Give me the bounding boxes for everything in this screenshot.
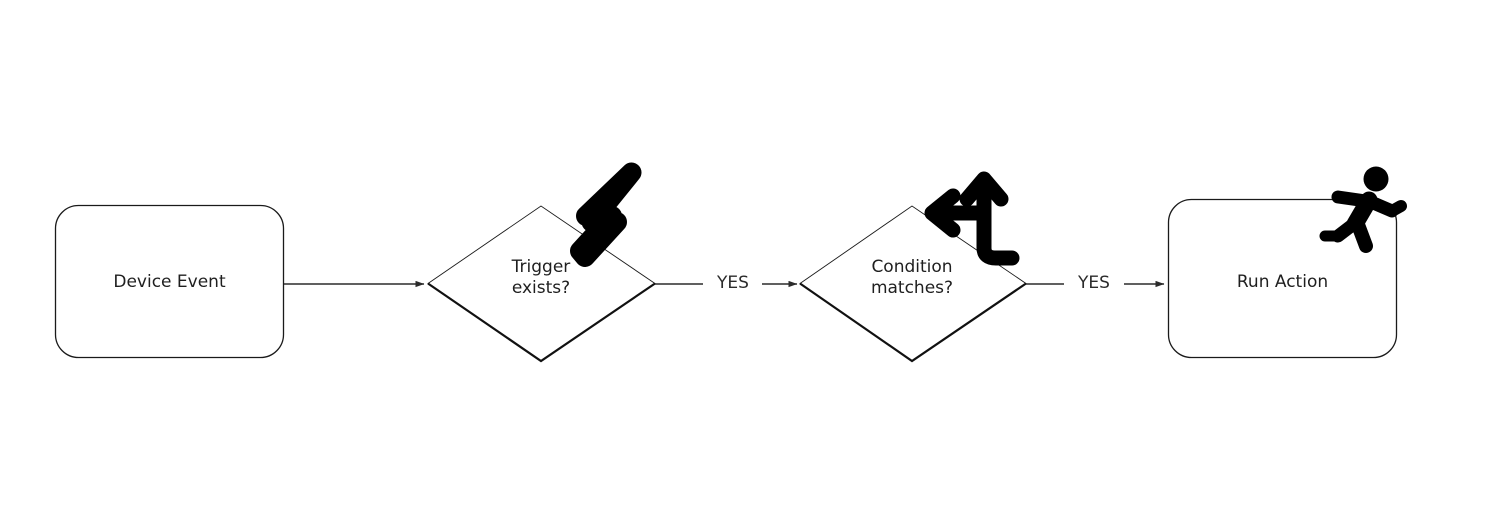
- edge-label-yes-2: YES: [1078, 273, 1110, 293]
- lightning-bolt-icon: [570, 162, 642, 267]
- edge-label-yes-1: YES: [717, 273, 749, 293]
- node-condition-matches[interactable]: [800, 206, 1026, 361]
- running-person-icon: [1319, 166, 1407, 253]
- node-trigger-exists[interactable]: [428, 206, 655, 361]
- node-device-event[interactable]: [55, 205, 284, 358]
- branch-arrows-icon: [924, 171, 1020, 266]
- node-trigger-exists-edge-heavy: [427, 282, 656, 363]
- node-device-event-shape[interactable]: [54, 204, 285, 359]
- node-run-action[interactable]: [1168, 199, 1397, 358]
- node-condition-matches-edge-heavy: [799, 282, 1027, 363]
